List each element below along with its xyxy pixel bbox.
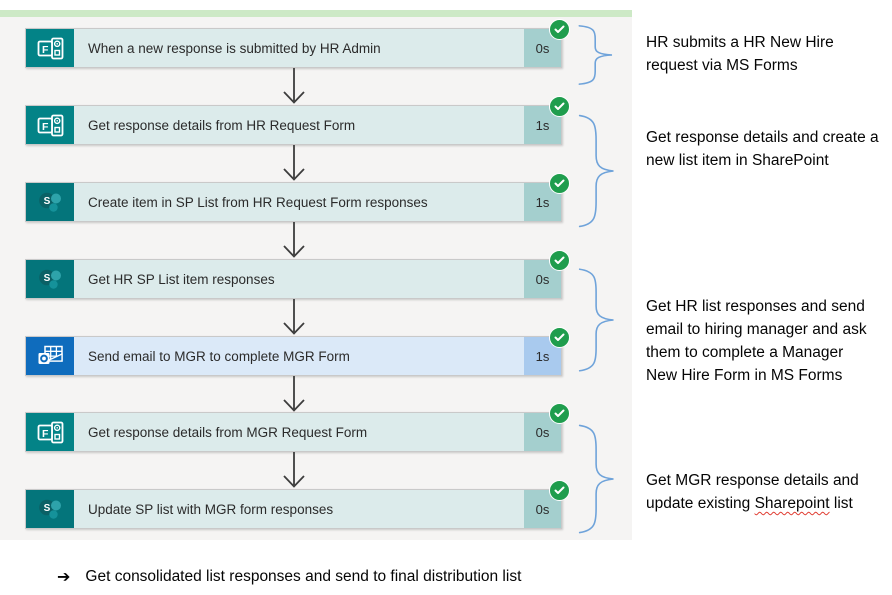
annotation-line: Get HR list responses and send (646, 298, 865, 315)
misspelled-word: Sharepoint (754, 495, 830, 512)
success-check-icon (549, 173, 570, 194)
flow-step-get-mgr-response[interactable]: F Get response details from MGR Request … (25, 403, 570, 452)
annotation-line: Get MGR response details and (646, 472, 859, 489)
sharepoint-icon: S (26, 260, 74, 298)
top-progress-bar (0, 10, 632, 17)
success-check-icon (549, 403, 570, 424)
flow-step-get-sp-list[interactable]: S Get HR SP List item responses 0s (25, 250, 570, 299)
flow-connector-arrow-icon (281, 452, 307, 489)
annotation-hr-submit: HR submits a HR New Hire request via MS … (646, 31, 892, 77)
flow-connector-arrow-icon (281, 376, 307, 413)
outlook-icon (26, 337, 74, 375)
ms-forms-icon: F (26, 106, 74, 144)
curly-brace-icon (570, 112, 628, 230)
flow-step-send-email[interactable]: Send email to MGR to complete MGR Form 1… (25, 327, 570, 376)
annotation-line: New Hire Form in MS Forms (646, 367, 843, 384)
svg-text:F: F (41, 43, 48, 55)
step-title: Update SP list with MGR form responses (74, 490, 524, 528)
annotation-email-manager: Get HR list responses and send email to … (646, 295, 892, 387)
svg-text:F: F (41, 120, 48, 132)
flow-connector-arrow-icon (281, 145, 307, 182)
annotation-line: update existing Sharepoint list (646, 495, 853, 512)
success-check-icon (549, 96, 570, 117)
annotation-line: them to complete a Manager (646, 344, 844, 361)
annotation-create-list-item: Get response details and create a new li… (646, 126, 892, 172)
flow-connector-arrow-icon (281, 299, 307, 336)
step-title: Get response details from MGR Request Fo… (74, 413, 524, 451)
step-title: Get HR SP List item responses (74, 260, 524, 298)
svg-text:S: S (44, 503, 51, 514)
step-title: Create item in SP List from HR Request F… (74, 183, 524, 221)
annotation-line: Get response details and create a (646, 129, 879, 146)
success-check-icon (549, 19, 570, 40)
right-arrow-bullet-icon: ➔ (57, 569, 71, 586)
success-check-icon (549, 250, 570, 271)
annotation-line: HR submits a HR New Hire (646, 34, 834, 51)
success-check-icon (549, 480, 570, 501)
flow-connector-arrow-icon (281, 68, 307, 105)
footer-note: ➔ Get consolidated list responses and se… (57, 567, 521, 587)
curly-brace-icon (570, 24, 626, 86)
step-title: Send email to MGR to complete MGR Form (74, 337, 524, 375)
curly-brace-icon (570, 266, 628, 374)
flow-step-get-hr-response[interactable]: F Get response details from HR Request F… (25, 96, 570, 145)
footer-text: Get consolidated list responses and send… (85, 568, 522, 585)
ms-forms-icon: F (26, 413, 74, 451)
success-check-icon (549, 327, 570, 348)
svg-text:S: S (44, 196, 51, 207)
annotation-line: email to hiring manager and ask (646, 321, 867, 338)
svg-text:S: S (44, 273, 51, 284)
flow-step-trigger[interactable]: F When a new response is submitted by HR… (25, 19, 570, 68)
flow-step-create-sp-item[interactable]: S Create item in SP List from HR Request… (25, 173, 570, 222)
curly-brace-icon (570, 422, 628, 536)
annotation-line: new list item in SharePoint (646, 152, 829, 169)
sharepoint-icon: S (26, 490, 74, 528)
step-title: Get response details from HR Request For… (74, 106, 524, 144)
ms-forms-icon: F (26, 29, 74, 67)
svg-text:F: F (41, 427, 48, 439)
sharepoint-icon: S (26, 183, 74, 221)
flow-step-update-sp-list[interactable]: S Update SP list with MGR form responses… (25, 480, 570, 529)
annotation-line: request via MS Forms (646, 57, 798, 74)
step-title: When a new response is submitted by HR A… (74, 29, 524, 67)
flow-connector-arrow-icon (281, 222, 307, 259)
annotation-update-list: Get MGR response details and update exis… (646, 469, 892, 515)
